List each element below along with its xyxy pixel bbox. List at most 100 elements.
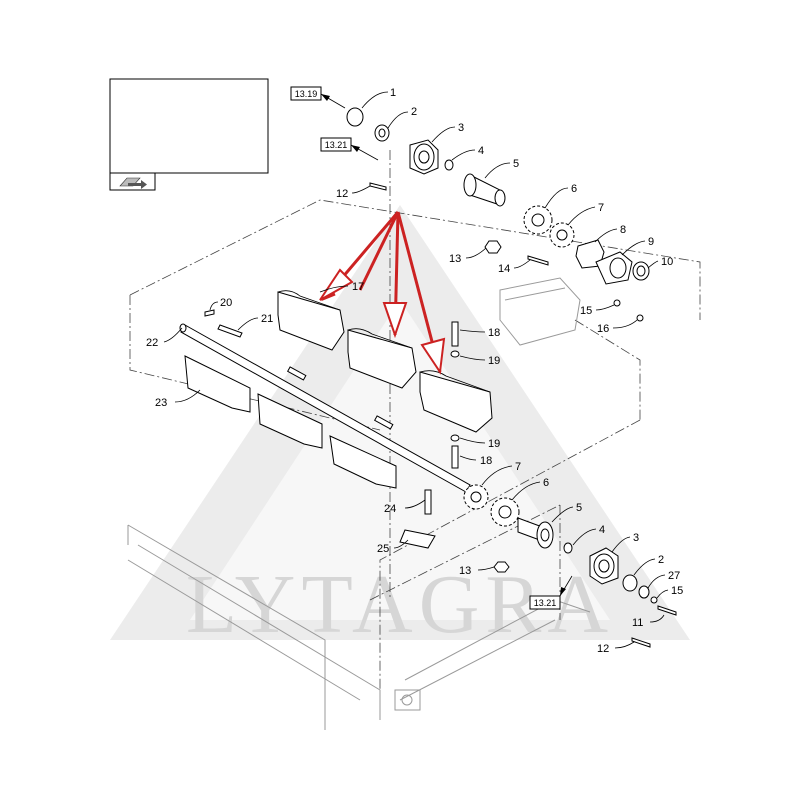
part-18-bolt-top [451,321,459,347]
svg-text:3: 3 [458,122,464,134]
svg-text:6: 6 [571,183,577,195]
svg-text:18: 18 [480,455,492,467]
svg-text:13.21: 13.21 [325,140,348,150]
callout-18-bottom: 18 [459,455,492,467]
callout-23: 23 [155,389,201,409]
reference-boxes: 13.19 13.21 13.21 [290,86,573,610]
callout-7-bottom: 7 [481,461,521,486]
callout-17: 17 [319,281,364,293]
inset-box [109,78,269,191]
part-13-nut-lower [493,561,510,573]
part-11-bolt [657,605,677,616]
svg-text:4: 4 [599,524,605,536]
part-16-nut [636,314,644,322]
part-2-seal-lower [622,574,638,592]
svg-text:13: 13 [459,565,471,577]
callout-19-bottom: 19 [459,437,500,450]
part-18-bolt-bottom [451,445,459,469]
svg-text:6: 6 [543,477,549,489]
assembly-outlines [129,150,701,700]
svg-text:3: 3 [633,532,639,544]
callout-25: 25 [377,539,409,555]
callout-2: 2 [387,106,417,129]
callout-1: 1 [361,87,396,109]
part-24-bolt [424,489,432,515]
part-20-key [204,309,215,317]
part-4-circlip [444,159,454,171]
book-arrow-icon[interactable] [119,177,147,189]
svg-text:9: 9 [648,236,654,248]
callout-10: 10 [647,256,673,269]
top-end-assembly [346,107,650,322]
part-12-bolt [369,182,387,191]
svg-text:2: 2 [411,106,417,118]
callout-16: 16 [597,319,638,335]
middle-parts [204,309,460,549]
svg-text:7: 7 [515,461,521,473]
svg-text:13.21: 13.21 [534,598,557,608]
callout-22: 22 [146,327,183,349]
callout-3-bottom: 3 [611,532,639,553]
svg-text:11: 11 [632,617,643,629]
callout-6-bottom: 6 [511,477,549,501]
part-25-plate [399,529,436,549]
part-12-bolt-lower [631,637,651,648]
callout-6: 6 [544,183,577,209]
svg-text:16: 16 [597,323,609,335]
svg-text:18: 18 [488,327,500,339]
callout-7: 7 [567,202,604,226]
callout-5: 5 [484,158,519,179]
svg-text:8: 8 [620,224,626,236]
callout-15-top: 15 [580,304,615,317]
part-27-washer [638,585,650,599]
svg-text:19: 19 [488,355,500,367]
svg-text:5: 5 [513,158,519,170]
part-21-key [217,324,243,338]
callouts: 1 2 3 4 5 6 7 8 9 10 12 13 14 15 16 17 1… [146,87,683,655]
callout-13-bottom: 13 [459,565,495,577]
part-15-washer [613,299,621,307]
highlight-arrows [319,211,446,375]
callout-13-top: 13 [449,247,487,265]
svg-text:20: 20 [220,297,232,309]
svg-text:7: 7 [598,202,604,214]
callout-24: 24 [384,499,426,515]
svg-text:21: 21 [261,313,273,325]
callout-19-top: 19 [459,355,500,367]
svg-text:25: 25 [377,543,389,555]
watermark-inner-triangle [190,300,610,620]
ref-13-19[interactable]: 13.19 [290,86,346,109]
ref-13-21-bottom[interactable]: 13.21 [529,575,573,610]
svg-text:12: 12 [597,643,609,655]
callout-15-bottom: 15 [656,585,683,599]
ref-13-21-top[interactable]: 13.21 [320,137,379,161]
callout-4: 4 [451,145,484,161]
part-19-washer-bottom [450,434,460,442]
svg-text:5: 5 [576,502,582,514]
part-13-nut [484,240,502,254]
callout-21: 21 [237,313,273,331]
callout-9: 9 [621,236,654,256]
svg-text:10: 10 [661,256,673,268]
bottom-end-assembly [463,484,677,648]
callout-27: 27 [647,570,680,589]
callout-3: 3 [431,122,464,143]
lower-frame [127,277,591,730]
svg-text:4: 4 [478,145,484,157]
part-15-washer-lower [650,596,658,604]
callout-12-bottom: 12 [597,641,635,655]
callout-8: 8 [594,224,626,243]
callout-12-top: 12 [336,185,371,200]
callout-2-bottom: 2 [633,554,664,576]
callout-4-bottom: 4 [572,524,605,546]
paddles-23 [184,355,397,489]
paddles-17 [277,290,493,433]
svg-text:13: 13 [449,253,461,265]
svg-text:2: 2 [658,554,664,566]
part-19-washer-top [450,350,460,358]
svg-text:17: 17 [352,281,364,293]
svg-text:1: 1 [390,87,396,99]
inset-frame [109,78,269,174]
svg-text:23: 23 [155,397,167,409]
